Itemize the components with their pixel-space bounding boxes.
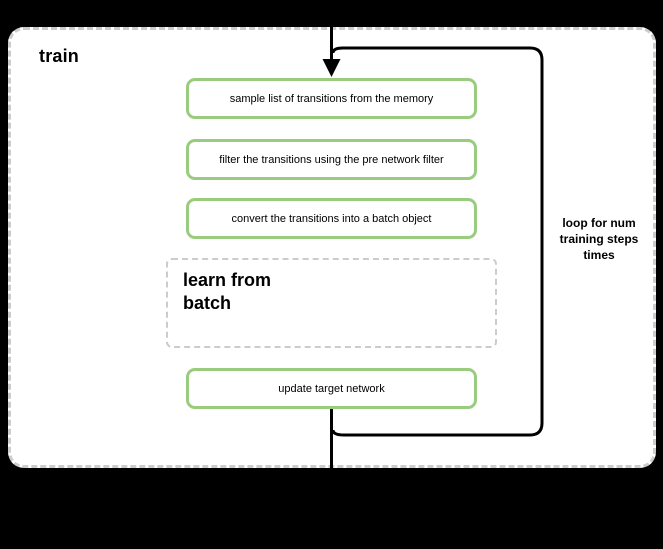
step-sample-transitions: sample list of transitions from the memo… (186, 78, 477, 119)
loop-annotation: loop for num training steps times (559, 216, 639, 262)
step-update-target-network: update target network (186, 368, 477, 409)
step-convert-to-batch: convert the transitions into a batch obj… (186, 198, 477, 239)
step-filter-transitions: filter the transitions using the pre net… (186, 139, 477, 180)
subprocess-learn-from-batch: learn from batch (166, 258, 497, 348)
subprocess-label: learn from batch (183, 270, 272, 313)
train-title: train (39, 46, 80, 66)
